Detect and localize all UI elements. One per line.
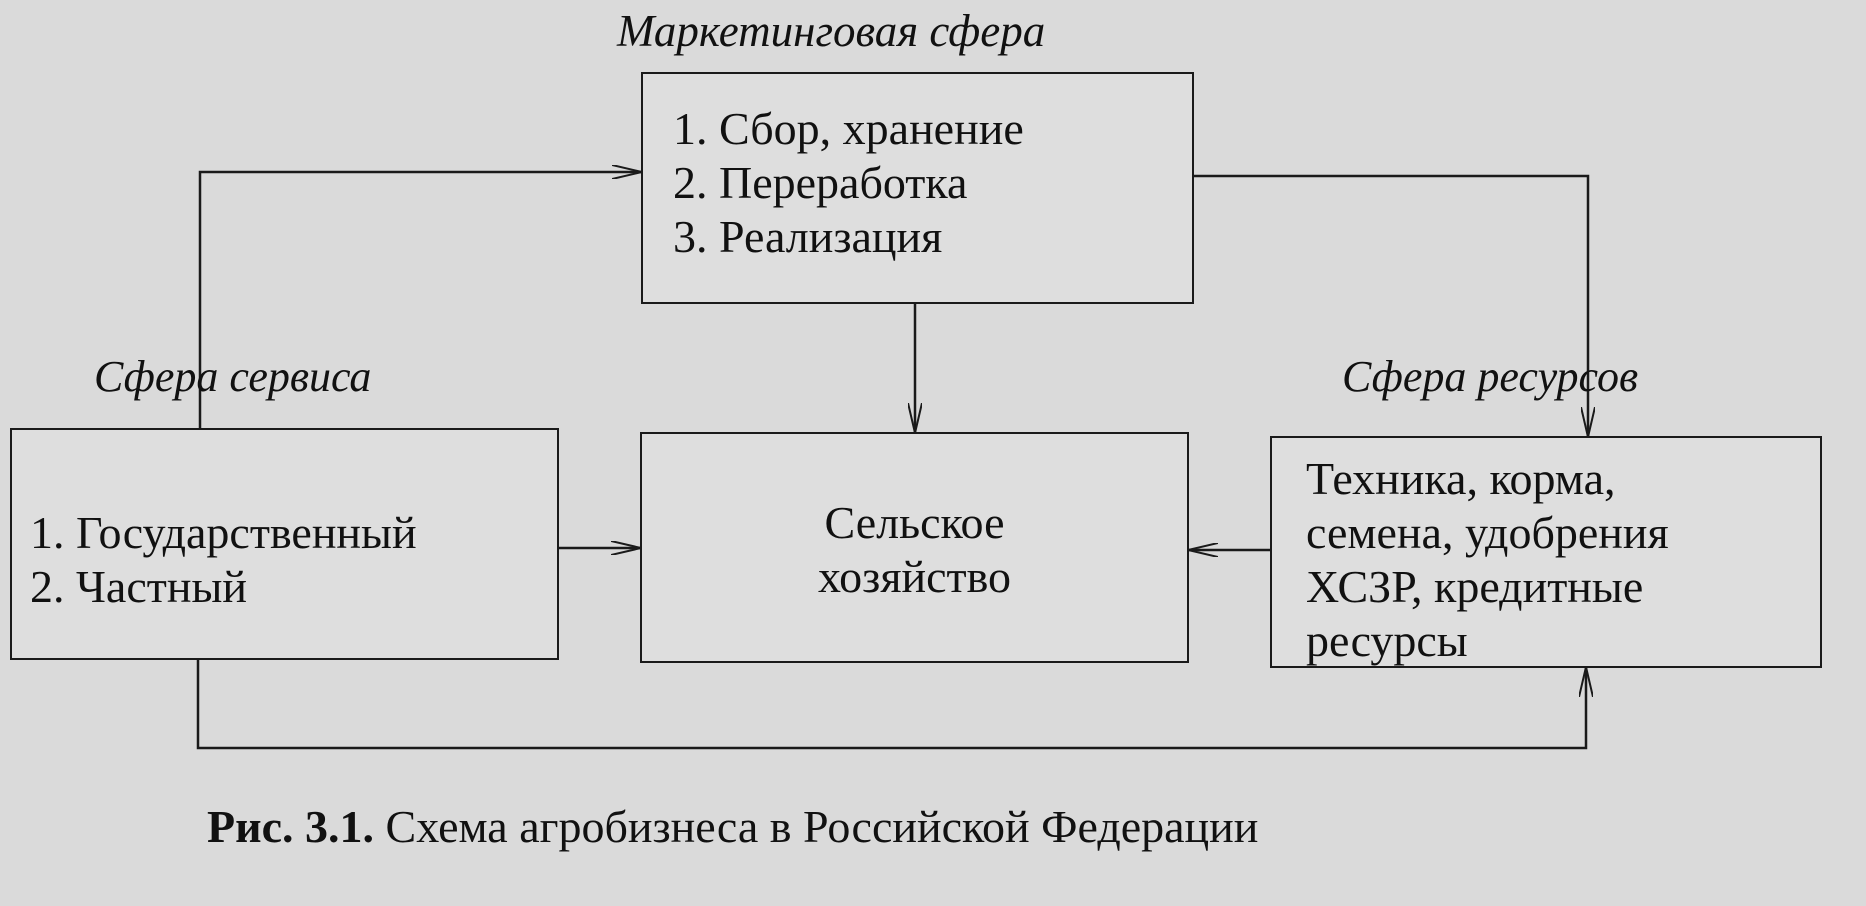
marketing-sphere-box: 1. Сбор, хранение 2. Переработка 3. Реал… — [641, 72, 1194, 304]
figure-caption-text: Схема агробизнеса в Российской Федерации — [374, 801, 1259, 852]
marketing-item: 1. Сбор, хранение — [673, 103, 1024, 154]
edge-service-to-marketing — [198, 172, 641, 428]
service-sphere-label: Сфера сервиса — [94, 352, 372, 401]
marketing-item: 2. Переработка — [673, 157, 968, 208]
marketing-item: 3. Реализация — [673, 211, 943, 262]
marketing-sphere-label: Маркетинговая сфера — [617, 6, 1046, 56]
figure-caption: Рис. 3.1. Схема агробизнеса в Российской… — [207, 800, 1258, 853]
service-item: 1. Государственный — [30, 507, 417, 558]
resources-line: Техника, корма, — [1306, 453, 1616, 504]
service-sphere-box: 1. Государственный 2. Частный — [10, 428, 559, 660]
agriculture-line: Сельское — [824, 497, 1005, 548]
agriculture-box: Сельское хозяйство — [640, 432, 1189, 663]
edge-service-to-resources — [196, 660, 1586, 750]
resources-sphere-label: Сфера ресурсов — [1342, 352, 1639, 401]
figure-number: Рис. 3.1. — [207, 801, 375, 852]
agriculture-line: хозяйство — [817, 551, 1012, 602]
edge-marketing-to-resources — [1194, 174, 1588, 436]
resources-line: ресурсы — [1306, 615, 1468, 666]
service-item: 2. Частный — [30, 561, 247, 612]
resources-line: ХСЗР, кредитные — [1306, 561, 1644, 612]
resources-line: семена, удобрения — [1306, 507, 1669, 558]
resources-sphere-box: Техника, корма, семена, удобрения ХСЗР, … — [1270, 436, 1822, 668]
